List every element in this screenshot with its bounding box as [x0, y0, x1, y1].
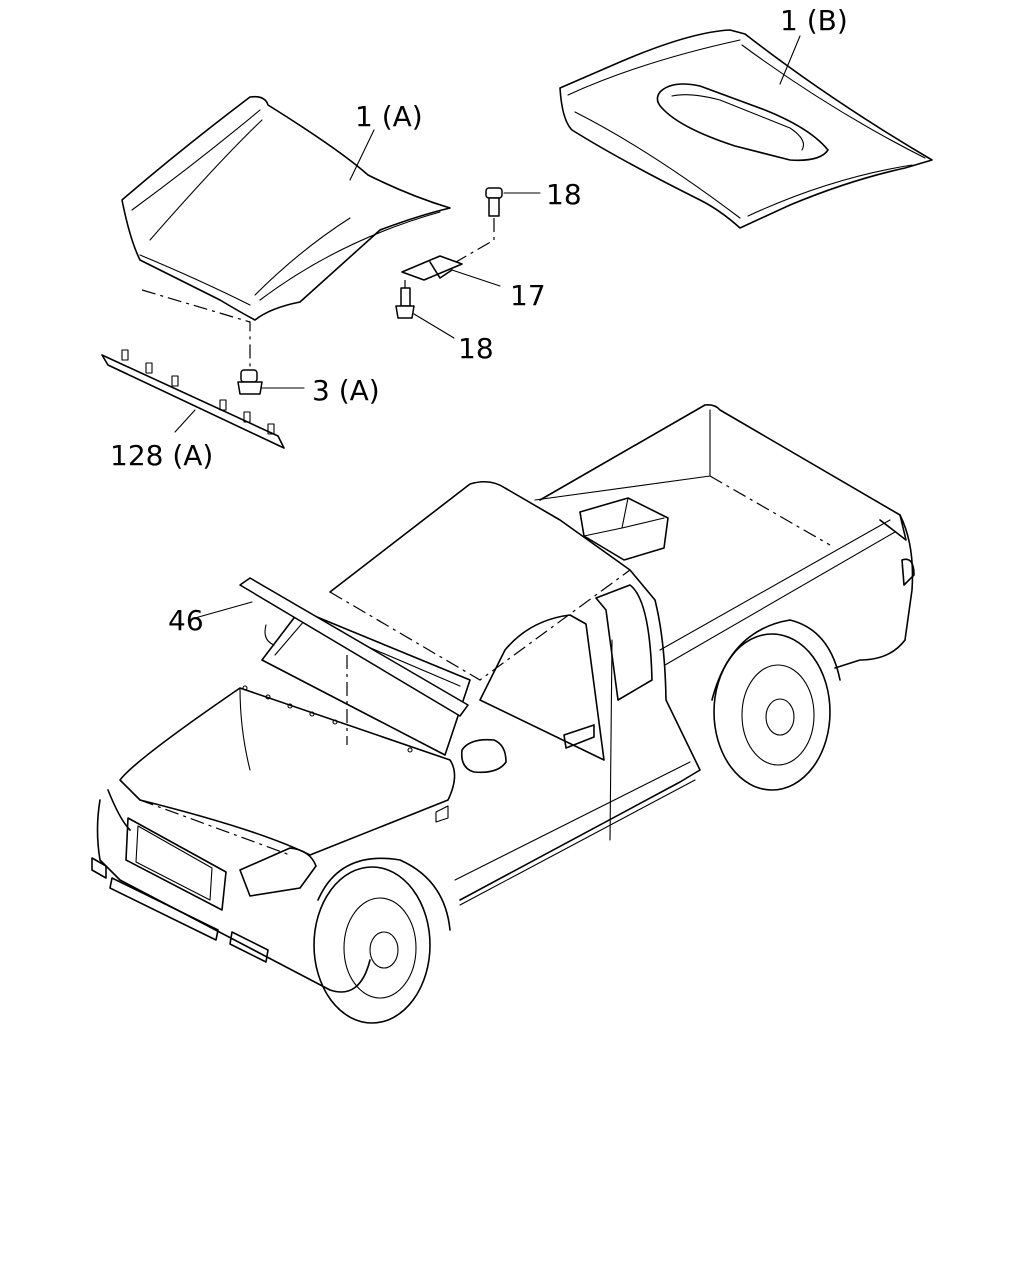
pickup-truck	[91, 404, 915, 1024]
callout-bolt-upper: 18	[546, 178, 582, 211]
callout-weatherstrip: 46	[168, 604, 204, 637]
callout-bolt-lower: 18	[458, 332, 494, 365]
hood-b	[559, 29, 933, 229]
callout-hood-a: 1 (A)	[355, 100, 423, 133]
callout-striker: 17	[510, 279, 546, 312]
striker-17	[401, 255, 501, 287]
bolt-18-upper	[485, 187, 541, 217]
callout-bumper: 3 (A)	[312, 374, 380, 407]
hood-bumper	[237, 369, 305, 395]
callout-molding: 128 (A)	[110, 439, 213, 472]
bolt-18-lower	[395, 287, 455, 339]
hood-molding	[101, 349, 285, 449]
callout-hood-b: 1 (B)	[780, 4, 848, 37]
hood-a	[121, 95, 451, 321]
